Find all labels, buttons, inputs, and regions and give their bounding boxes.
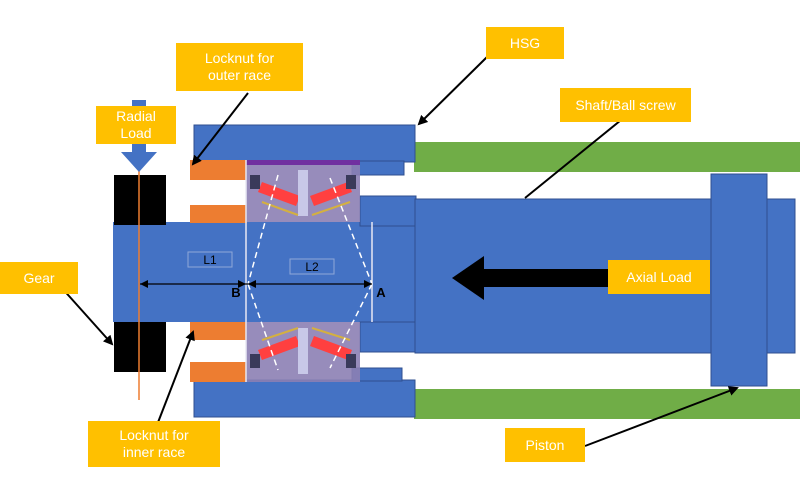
locknut-inner-label-line1: Locknut for bbox=[119, 427, 189, 443]
radial-load-label-line1: Radial bbox=[116, 108, 156, 124]
lower-green-rail bbox=[414, 389, 800, 419]
gear-lower-tooth bbox=[114, 322, 166, 372]
dim-arrow-b-left bbox=[238, 280, 246, 288]
bearing-lower bbox=[246, 322, 360, 382]
radial-load-label-line2: Load bbox=[120, 125, 152, 141]
housing-lower bbox=[193, 379, 416, 418]
pressure-line-4 bbox=[329, 283, 373, 369]
locknut-inner-race-lower bbox=[190, 322, 247, 340]
locknut-outer-leader bbox=[191, 92, 249, 166]
piston-label: Piston bbox=[525, 436, 565, 453]
piston-leader bbox=[584, 386, 739, 447]
axial-load-callout: Axial Load bbox=[608, 260, 710, 294]
piston-callout: Piston bbox=[505, 428, 585, 462]
l2-label: L2 bbox=[305, 260, 319, 274]
pressure-line-2 bbox=[247, 283, 279, 371]
hsg-callout: HSG bbox=[486, 27, 564, 59]
locknut-inner-callout: Locknut for inner race bbox=[88, 421, 220, 467]
point-a-label: A bbox=[376, 285, 386, 300]
locknut-inner-race-upper bbox=[190, 205, 247, 223]
locknut-outer-callout: Locknut for outer race bbox=[176, 43, 303, 91]
shaft-leader bbox=[524, 115, 627, 199]
shaft-collar-upper bbox=[359, 195, 417, 227]
radial-load-callout: Radial Load bbox=[96, 106, 176, 144]
axial-load-label: Axial Load bbox=[626, 268, 692, 285]
housing-upper bbox=[193, 124, 416, 163]
locknut-outer-race-upper bbox=[190, 160, 247, 180]
shaft-label: Shaft/Ball screw bbox=[575, 96, 676, 113]
gear-upper-tooth bbox=[114, 175, 166, 225]
l1-box bbox=[187, 251, 233, 268]
locknut-inner-label-line2: inner race bbox=[122, 444, 186, 460]
piston-block bbox=[710, 173, 768, 387]
hsg-label: HSG bbox=[509, 34, 541, 51]
dim-arrow-left bbox=[140, 280, 148, 288]
locknut-outer-label-line1: Locknut for bbox=[204, 50, 275, 66]
point-b-label: B bbox=[231, 285, 240, 300]
locknut-outer-race-lower bbox=[190, 362, 247, 382]
gear-label: Gear bbox=[23, 269, 55, 286]
locknut-inner-leader bbox=[156, 330, 195, 426]
locknut-outer-label-line2: outer race bbox=[207, 67, 272, 83]
pressure-line-1 bbox=[247, 174, 279, 285]
pressure-line-3 bbox=[329, 177, 373, 285]
axial-load-arrow bbox=[452, 256, 608, 300]
dim-arrow-b-right bbox=[248, 280, 256, 288]
shaft-callout: Shaft/Ball screw bbox=[560, 88, 691, 122]
hsg-leader bbox=[417, 56, 488, 126]
gear-callout: Gear bbox=[0, 262, 78, 294]
l2-box bbox=[289, 258, 335, 275]
upper-green-rail bbox=[414, 142, 800, 172]
dim-arrow-right bbox=[364, 280, 372, 288]
bearing-upper bbox=[246, 160, 360, 222]
shaft-collar-lower bbox=[359, 321, 417, 353]
l1-label: L1 bbox=[203, 253, 217, 267]
